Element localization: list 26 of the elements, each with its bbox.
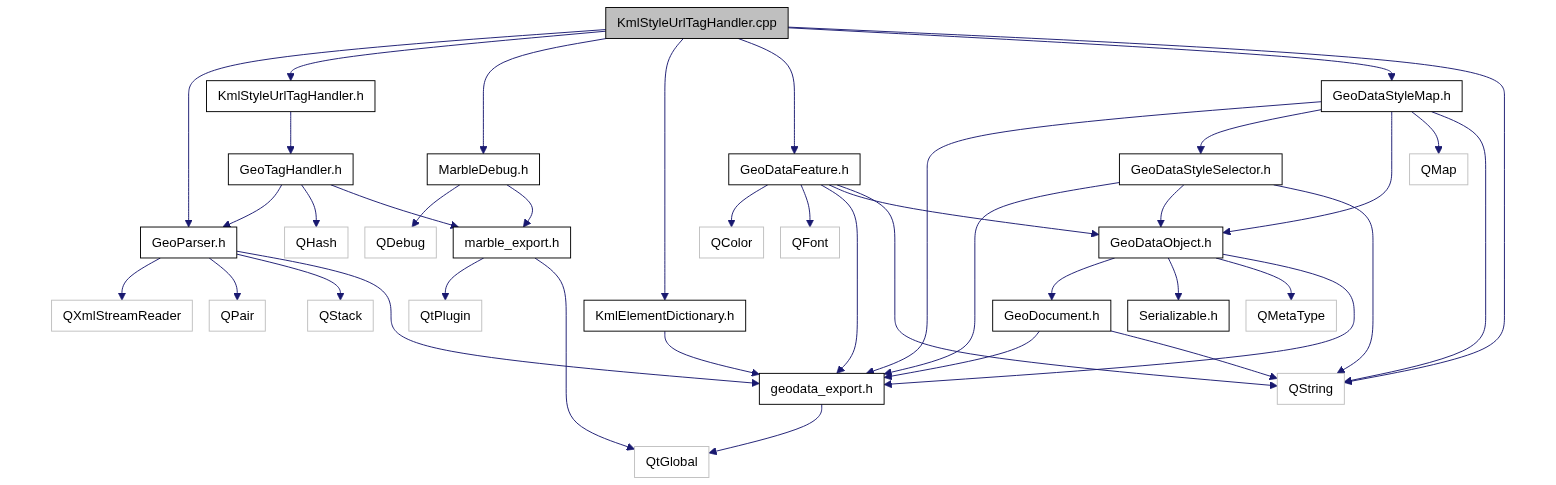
node-box: QMap	[1409, 153, 1469, 186]
node-box: geodata_export.h	[758, 372, 885, 405]
node-box: Serializable.h	[1127, 299, 1230, 332]
node-box: QMetaType	[1245, 299, 1337, 332]
node-box: QColor	[699, 226, 765, 259]
node-box: KmlElementDictionary.h	[583, 299, 747, 332]
node-box: QDebug	[364, 226, 437, 259]
node-box: GeoParser.h	[140, 226, 238, 259]
node-box: GeoDataObject.h	[1098, 226, 1224, 259]
node-box: KmlStyleUrlTagHandler.cpp	[605, 7, 789, 39]
node-box: GeoDataStyleSelector.h	[1118, 153, 1283, 186]
node-box: QFont	[780, 226, 840, 259]
node-box: QtPlugin	[408, 299, 483, 332]
node-box: QPair	[208, 299, 266, 332]
node-box: GeoDocument.h	[992, 299, 1112, 332]
node-box: GeoDataFeature.h	[728, 153, 861, 186]
node-box: QHash	[284, 226, 349, 259]
node-box: GeoTagHandler.h	[227, 153, 354, 186]
node-box: QXmlStreamReader	[51, 299, 193, 332]
node-box: GeoDataStyleMap.h	[1320, 80, 1463, 113]
node-box: MarbleDebug.h	[426, 153, 540, 186]
node-box: QStack	[307, 299, 374, 332]
node-box: KmlStyleUrlTagHandler.h	[206, 80, 376, 113]
node-box: QString	[1276, 372, 1345, 405]
node-box: QtGlobal	[634, 446, 710, 478]
node-box: marble_export.h	[452, 226, 572, 259]
